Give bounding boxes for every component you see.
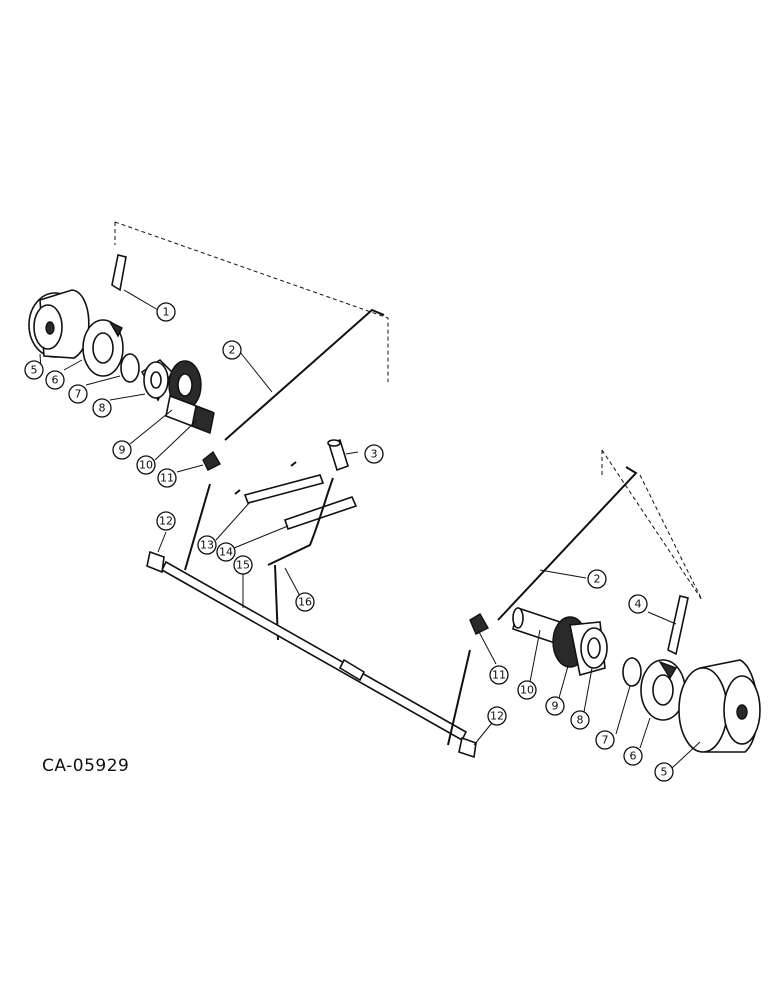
callout-2-left: 2: [222, 340, 242, 360]
svg-text:4: 4: [635, 598, 642, 611]
right-clevis: [469, 613, 489, 635]
bent-arm: [267, 477, 334, 641]
svg-text:9: 9: [119, 444, 126, 457]
svg-text:7: 7: [75, 388, 82, 401]
left-dashed-reference: [114, 221, 389, 382]
svg-text:7: 7: [602, 734, 609, 747]
right-brake-rod: [497, 466, 638, 621]
callout-10-left: 10: [136, 455, 156, 475]
svg-text:14: 14: [219, 546, 233, 559]
left-housing: [140, 358, 173, 402]
callout-7-left: 7: [68, 384, 88, 404]
left-clevis: [202, 450, 221, 471]
svg-text:3: 3: [371, 448, 378, 461]
link-bar: [243, 474, 325, 504]
svg-text:16: 16: [298, 596, 312, 609]
callout-11-right: 11: [489, 665, 509, 685]
left-lever: [111, 254, 127, 292]
callout-10-right: 10: [517, 680, 537, 700]
callout-15: 15: [233, 555, 253, 575]
callout-13: 13: [197, 535, 217, 555]
left-brake-shoe: [82, 319, 124, 377]
svg-text:2: 2: [229, 344, 236, 357]
callout-12-right: 12: [487, 706, 507, 726]
right-splined-shaft: [512, 606, 561, 645]
right-brake-assembly: [469, 449, 761, 753]
callout-16: 16: [295, 592, 315, 612]
svg-text:8: 8: [99, 402, 106, 415]
right-brake-drum: [678, 659, 761, 753]
cross-shaft: [160, 560, 468, 742]
svg-text:11: 11: [160, 472, 174, 485]
left-brake-rod: [224, 308, 385, 441]
left-bearing: [146, 550, 165, 574]
right-housing: [569, 621, 608, 677]
callout-11-left: 11: [157, 468, 177, 488]
drawing-id: CA-05929: [42, 756, 130, 776]
right-seal: [622, 657, 642, 687]
left-splined-shaft: [165, 394, 215, 434]
left-brake-drum: [28, 289, 90, 359]
svg-text:6: 6: [52, 374, 59, 387]
shaft-collar: [338, 658, 366, 682]
svg-text:12: 12: [159, 515, 173, 528]
linkage-pin: [327, 438, 349, 472]
callout-7-right: 7: [595, 730, 615, 750]
svg-text:9: 9: [552, 700, 559, 713]
center-linkage: [146, 438, 477, 759]
callout-14: 14: [216, 542, 236, 562]
callout-8-right: 8: [570, 710, 590, 730]
svg-text:5: 5: [661, 766, 668, 779]
callout-2-right: 2: [587, 569, 607, 589]
svg-text:12: 12: [490, 710, 504, 723]
svg-text:2: 2: [594, 573, 601, 586]
callout-9-left: 9: [112, 440, 132, 460]
right-bearing: [458, 736, 477, 759]
svg-text:5: 5: [31, 364, 38, 377]
left-hub: [168, 360, 202, 410]
callout-5-right: 5: [654, 762, 674, 782]
callout-4: 4: [628, 594, 648, 614]
right-dashed-reference: [601, 449, 703, 601]
right-brake-shoe: [640, 659, 686, 721]
left-arm: [184, 483, 211, 571]
callout-9-right: 9: [545, 696, 565, 716]
svg-text:13: 13: [200, 539, 214, 552]
left-brake-assembly: [28, 221, 389, 471]
left-seal: [120, 353, 140, 383]
callout-5-left: 5: [24, 360, 44, 380]
callout-3: 3: [364, 444, 384, 464]
callout-6-right: 6: [623, 746, 643, 766]
svg-text:15: 15: [236, 559, 250, 572]
svg-text:10: 10: [520, 684, 534, 697]
callout-6-left: 6: [45, 370, 65, 390]
svg-text:1: 1: [163, 306, 170, 319]
callout-1: 1: [156, 302, 176, 322]
right-lever: [667, 595, 689, 656]
callout-12-left: 12: [156, 511, 176, 531]
callout-8-left: 8: [92, 398, 112, 418]
right-arm: [447, 649, 471, 746]
svg-text:8: 8: [577, 714, 584, 727]
svg-text:11: 11: [492, 669, 506, 682]
leader-lines: [39, 289, 701, 769]
svg-text:10: 10: [139, 459, 153, 472]
svg-text:6: 6: [630, 750, 637, 763]
